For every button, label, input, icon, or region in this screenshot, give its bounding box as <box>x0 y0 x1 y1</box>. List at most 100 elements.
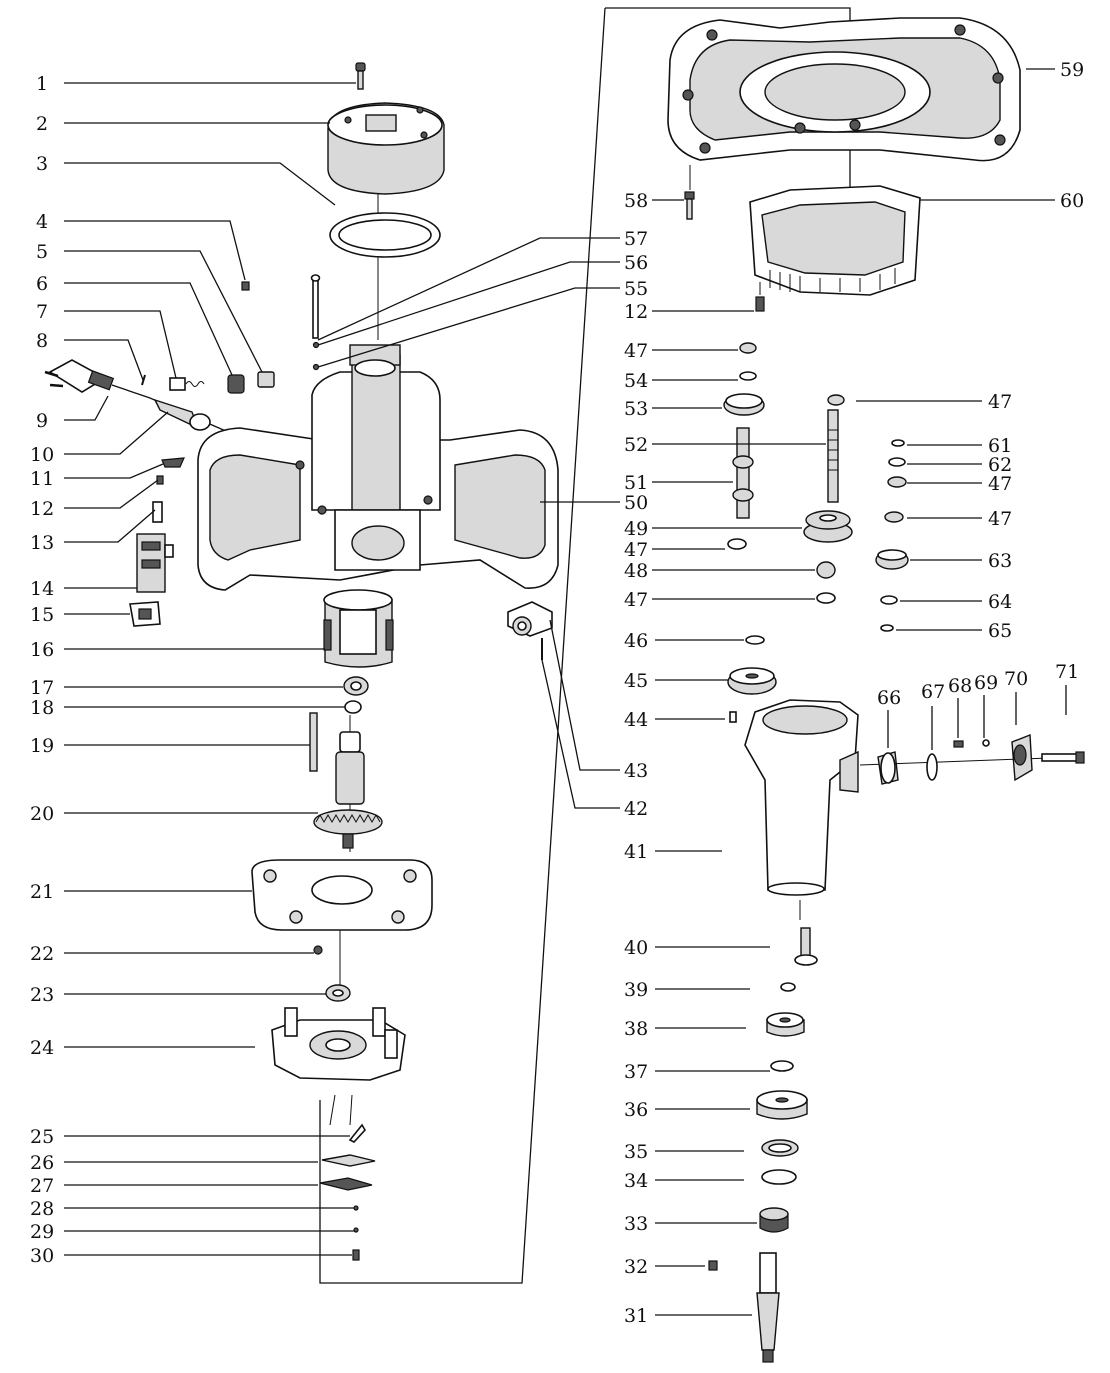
callout-label: 17 <box>30 677 54 699</box>
part-24-motor-base <box>271 1007 406 1081</box>
part-47-bushing-d <box>816 592 836 604</box>
callout-label: 38 <box>624 1018 648 1040</box>
part-70-lock-knob <box>1011 733 1033 782</box>
part-38-bearing <box>766 1012 805 1037</box>
callout-label: 13 <box>30 532 54 554</box>
callout-label: 42 <box>624 798 648 820</box>
callout-label: 24 <box>30 1037 54 1059</box>
part-34-snap-ring <box>761 1169 797 1185</box>
callout-label: 66 <box>877 687 901 709</box>
part-63-gear <box>875 549 909 570</box>
part-1-screw <box>355 62 366 90</box>
part-31-output-spindle <box>756 1252 780 1363</box>
assembly-connector-line <box>319 7 851 1284</box>
part-44-key <box>729 711 737 723</box>
callout-label: 26 <box>30 1152 54 1174</box>
callout-label: 23 <box>30 984 54 1006</box>
part-26-insulation-plate <box>321 1154 376 1167</box>
callout-label: 47 <box>988 508 1012 530</box>
part-58-screw <box>684 191 695 220</box>
callout-label: 41 <box>624 841 648 863</box>
part-46-circlip <box>745 635 765 645</box>
part-55-washer <box>312 363 320 371</box>
part-15-switch-pad <box>129 601 161 627</box>
callout-label: 47 <box>624 539 648 561</box>
callout-label: 31 <box>624 1305 648 1327</box>
part-2-end-cap <box>327 102 445 195</box>
part-48-small-gear <box>816 561 836 579</box>
callout-label: 47 <box>624 589 648 611</box>
callout-label: 36 <box>624 1099 648 1121</box>
callout-label: 7 <box>36 301 48 323</box>
callout-label: 62 <box>988 454 1012 476</box>
callout-label: 6 <box>36 273 48 295</box>
callout-label: 11 <box>30 468 54 490</box>
part-3-retaining-clip <box>329 212 441 258</box>
part-45-main-gear <box>727 667 777 695</box>
callout-label: 33 <box>624 1213 648 1235</box>
part-47-bushing-b <box>827 394 845 406</box>
callout-label: 18 <box>30 697 54 719</box>
callout-label: 14 <box>30 578 54 600</box>
callout-label: 60 <box>1060 190 1084 212</box>
callout-label: 50 <box>624 492 648 514</box>
part-7-carbon-brush <box>169 377 205 391</box>
callout-label: 69 <box>974 672 998 694</box>
part-47-bushing-c <box>727 538 747 550</box>
callout-label: 16 <box>30 639 54 661</box>
callout-label: 25 <box>30 1126 54 1148</box>
part-6-brush-holder <box>227 374 245 394</box>
part-50-motor-housing-handle <box>197 344 559 591</box>
callout-label: 58 <box>624 190 648 212</box>
part-22-screw <box>313 945 323 955</box>
callout-label: 45 <box>624 670 648 692</box>
callout-label: 63 <box>988 550 1012 572</box>
callout-label: 1 <box>36 73 48 95</box>
right-assembly-parts <box>667 17 1085 1363</box>
part-65-circlip <box>880 624 894 632</box>
callout-label: 34 <box>624 1170 648 1192</box>
callout-label: 68 <box>948 675 972 697</box>
callout-label: 57 <box>624 228 648 250</box>
part-19-screw <box>309 712 318 772</box>
callout-label: 4 <box>36 211 48 233</box>
part-14-switch <box>136 533 174 593</box>
part-61-washer <box>891 439 905 447</box>
callout-label: 30 <box>30 1245 54 1267</box>
part-30-screw <box>352 1249 360 1261</box>
callout-label: 5 <box>36 241 48 263</box>
part-47-bushing-e <box>887 476 907 488</box>
callout-label: 8 <box>36 330 48 352</box>
part-56-washer <box>312 341 320 349</box>
part-53-gear <box>723 393 765 416</box>
callout-label: 51 <box>624 472 648 494</box>
callout-label: 32 <box>624 1256 648 1278</box>
part-66-bushing <box>877 751 899 785</box>
part-5-brush-clip <box>257 371 275 388</box>
part-16-stator <box>323 589 394 668</box>
callout-label: 54 <box>624 370 648 392</box>
callout-label: 64 <box>988 591 1012 613</box>
part-60-gearbox-frame <box>749 185 921 296</box>
part-59-gearbox-cover <box>667 17 1021 162</box>
callout-label: 47 <box>988 391 1012 413</box>
callout-label: 67 <box>921 681 945 703</box>
callout-label: 44 <box>624 709 648 731</box>
part-18-bushing <box>344 700 362 714</box>
part-29-washer <box>353 1227 359 1233</box>
callout-label: 49 <box>624 518 648 540</box>
part-27-contact-plate <box>319 1177 373 1191</box>
part-11-switch-lever <box>161 457 185 468</box>
part-36-bearing <box>756 1090 808 1120</box>
part-10-cord-guard <box>153 398 211 431</box>
part-17-bearing <box>343 676 369 696</box>
part-43-electronic-module <box>507 601 553 637</box>
callout-label: 46 <box>624 630 648 652</box>
callout-label: 47 <box>624 340 648 362</box>
callout-label: 12 <box>624 301 648 323</box>
part-64-circlip <box>880 595 898 605</box>
part-13-spring <box>152 501 163 523</box>
callout-label: 71 <box>1055 661 1079 683</box>
part-28-washer <box>353 1205 359 1211</box>
